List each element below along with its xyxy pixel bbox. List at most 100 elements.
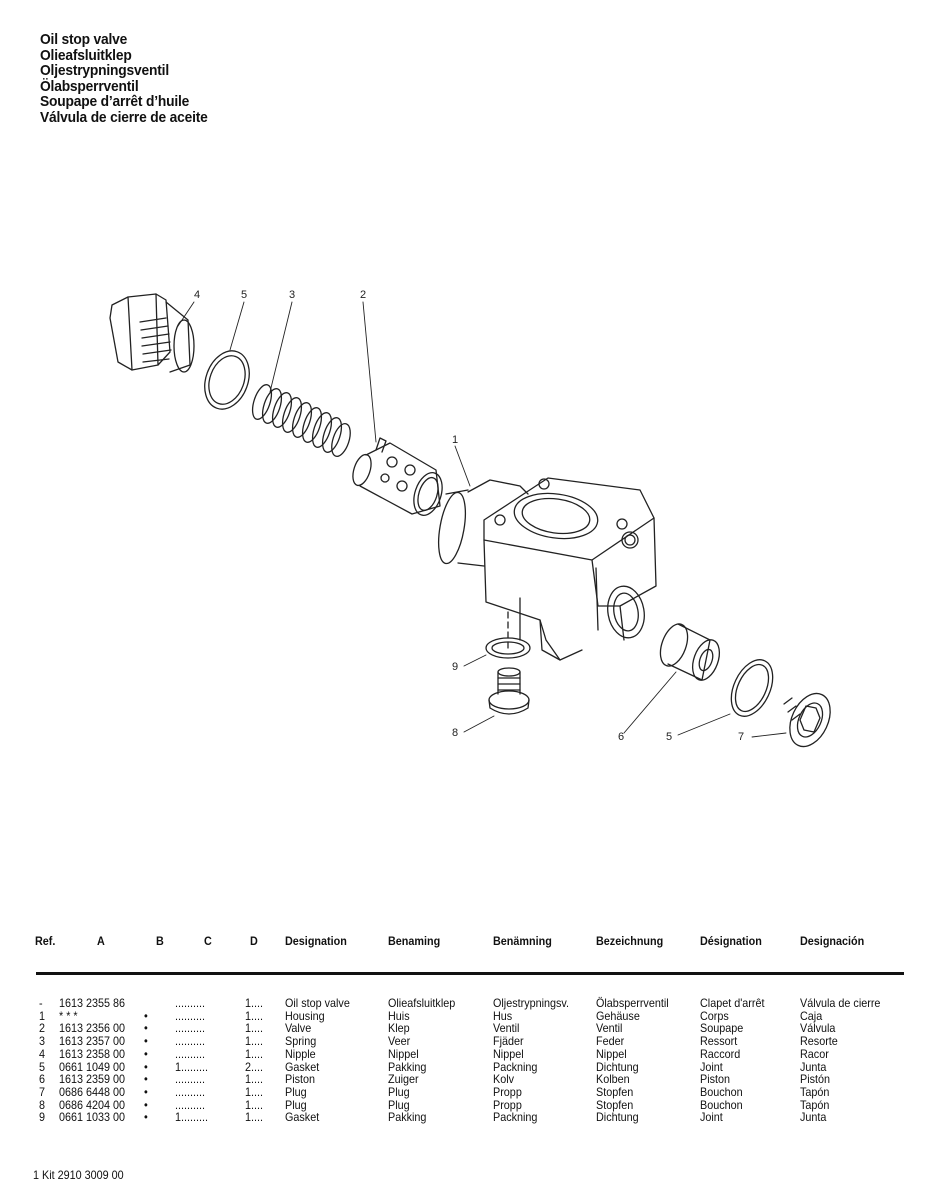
cell-nl: Pakking bbox=[388, 1110, 427, 1125]
gasket-right-part bbox=[730, 659, 774, 717]
cell-de: Ölabsperrventil bbox=[596, 996, 669, 1010]
title-es: Válvula de cierre de aceite bbox=[40, 108, 208, 126]
cell-a: 0661 1033 00 bbox=[59, 1110, 126, 1125]
cell-sv: Packning bbox=[493, 1059, 538, 1074]
cell-fr: Ressort bbox=[700, 1034, 738, 1049]
callout-7: 7 bbox=[738, 731, 744, 743]
header-designacion: Designación bbox=[800, 934, 865, 948]
cell-sv: Fjäder bbox=[493, 1034, 524, 1049]
title-nl: Olieafsluitklep bbox=[40, 46, 132, 64]
cell-en: Spring bbox=[285, 1034, 317, 1049]
cell-fr: Corps bbox=[700, 1008, 729, 1023]
cell-en: Piston bbox=[285, 1072, 316, 1087]
title-de: Ölabsperrventil bbox=[40, 77, 139, 95]
cell-c: .......... bbox=[175, 996, 206, 1010]
title-en: Oil stop valve bbox=[40, 31, 128, 48]
kit-footer: 1 Kit 2910 3009 00 bbox=[33, 1168, 124, 1182]
cell-d: 1.... bbox=[245, 996, 264, 1010]
header-c: C bbox=[204, 934, 212, 948]
cell-en: Valve bbox=[285, 1021, 312, 1036]
cell-a: 0661 1049 00 bbox=[59, 1059, 126, 1074]
cell-es: Junta bbox=[800, 1110, 827, 1125]
cell-d: 1.... bbox=[245, 1034, 264, 1049]
cell-es: Caja bbox=[800, 1008, 823, 1023]
cell-en: Gasket bbox=[285, 1110, 320, 1125]
cell-a: * * * bbox=[59, 1008, 78, 1023]
cell-b: • bbox=[144, 1072, 148, 1087]
cell-en: Gasket bbox=[285, 1059, 320, 1074]
cell-a: 1613 2356 00 bbox=[59, 1021, 126, 1036]
cell-c: .......... bbox=[175, 1008, 206, 1023]
piston-part bbox=[659, 623, 721, 681]
cell-d: 1.... bbox=[245, 1046, 264, 1061]
cell-a: 1613 2358 00 bbox=[59, 1046, 126, 1061]
callout-3: 3 bbox=[289, 289, 295, 301]
cell-de: Dichtung bbox=[596, 1110, 639, 1125]
cell-de: Stopfen bbox=[596, 1084, 634, 1099]
cell-de: Kolben bbox=[596, 1072, 630, 1087]
cell-a: 1613 2357 00 bbox=[59, 1034, 126, 1049]
cell-sv: Propp bbox=[493, 1097, 522, 1112]
leader-lines bbox=[177, 301, 787, 738]
cell-sv: Packning bbox=[493, 1110, 538, 1125]
cell-nl: Huis bbox=[388, 1008, 410, 1023]
cell-d: 1.... bbox=[245, 1072, 264, 1087]
exploded-view-diagram: 4 5 3 2 1 9 8 6 5 7 bbox=[109, 289, 831, 748]
callout-4: 4 bbox=[194, 289, 200, 301]
callout-5-upper: 5 bbox=[241, 289, 247, 301]
cell-b: • bbox=[144, 1110, 148, 1125]
header-ref: Ref. bbox=[35, 934, 56, 948]
cell-sv: Kolv bbox=[493, 1072, 515, 1087]
cell-nl: Zuiger bbox=[388, 1072, 419, 1087]
cell-d: 1.... bbox=[245, 1110, 264, 1125]
cell-a: 1613 2359 00 bbox=[59, 1072, 126, 1087]
spring-part bbox=[251, 384, 351, 458]
cell-nl: Klep bbox=[388, 1021, 410, 1036]
cell-fr: Joint bbox=[700, 1059, 723, 1074]
cell-de: Stopfen bbox=[596, 1097, 634, 1112]
cell-fr: Joint bbox=[700, 1110, 723, 1125]
cell-de: Nippel bbox=[596, 1046, 627, 1061]
document-titles: Oil stop valve Olieafsluitklep Oljestryp… bbox=[40, 32, 222, 125]
cell-es: Junta bbox=[800, 1059, 827, 1074]
cell-es: Válvula de cierre bbox=[800, 996, 881, 1010]
cell-sv: Propp bbox=[493, 1084, 522, 1099]
cell-en: Plug bbox=[285, 1097, 307, 1112]
cell-b: • bbox=[144, 1008, 148, 1023]
cell-ref: 9 bbox=[39, 1110, 46, 1125]
header-d: D bbox=[250, 934, 258, 948]
cell-fr: Piston bbox=[700, 1072, 731, 1087]
cell-c: .......... bbox=[175, 1072, 206, 1087]
housing-part bbox=[437, 477, 657, 661]
plug-right-part bbox=[783, 692, 831, 748]
cell-b: • bbox=[144, 1046, 148, 1061]
callout-8: 8 bbox=[452, 727, 458, 739]
cell-ref: 7 bbox=[39, 1084, 46, 1099]
plug-lower-part bbox=[488, 667, 530, 715]
cell-de: Gehäuse bbox=[596, 1008, 640, 1023]
cell-d: 1.... bbox=[245, 1021, 264, 1036]
header-designation-en: Designation bbox=[285, 934, 347, 948]
header-a: A bbox=[97, 934, 105, 948]
cell-es: Tapón bbox=[800, 1084, 830, 1099]
gasket-lower-part bbox=[485, 637, 531, 659]
cell-c: .......... bbox=[175, 1097, 206, 1112]
cell-nl: Veer bbox=[388, 1034, 411, 1049]
cell-es: Pistón bbox=[800, 1072, 831, 1087]
cell-b: • bbox=[144, 1059, 148, 1074]
callout-9: 9 bbox=[452, 661, 458, 673]
header-designation-fr: Désignation bbox=[700, 934, 762, 948]
cell-c: .......... bbox=[175, 1021, 206, 1036]
header-benamning: Benämning bbox=[493, 934, 552, 948]
cell-a: 1613 2355 86 bbox=[59, 996, 126, 1010]
cell-c: .......... bbox=[175, 1034, 206, 1049]
header-benaming: Benaming bbox=[388, 934, 441, 948]
cell-d: 1.... bbox=[245, 1008, 264, 1023]
cell-nl: Pakking bbox=[388, 1059, 427, 1074]
nipple-part bbox=[109, 293, 195, 373]
cell-a: 0686 6448 00 bbox=[59, 1084, 126, 1099]
cell-d: 2.... bbox=[245, 1059, 264, 1074]
cell-es: Válvula bbox=[800, 1021, 836, 1036]
valve-part bbox=[352, 437, 443, 516]
cell-es: Resorte bbox=[800, 1034, 838, 1049]
